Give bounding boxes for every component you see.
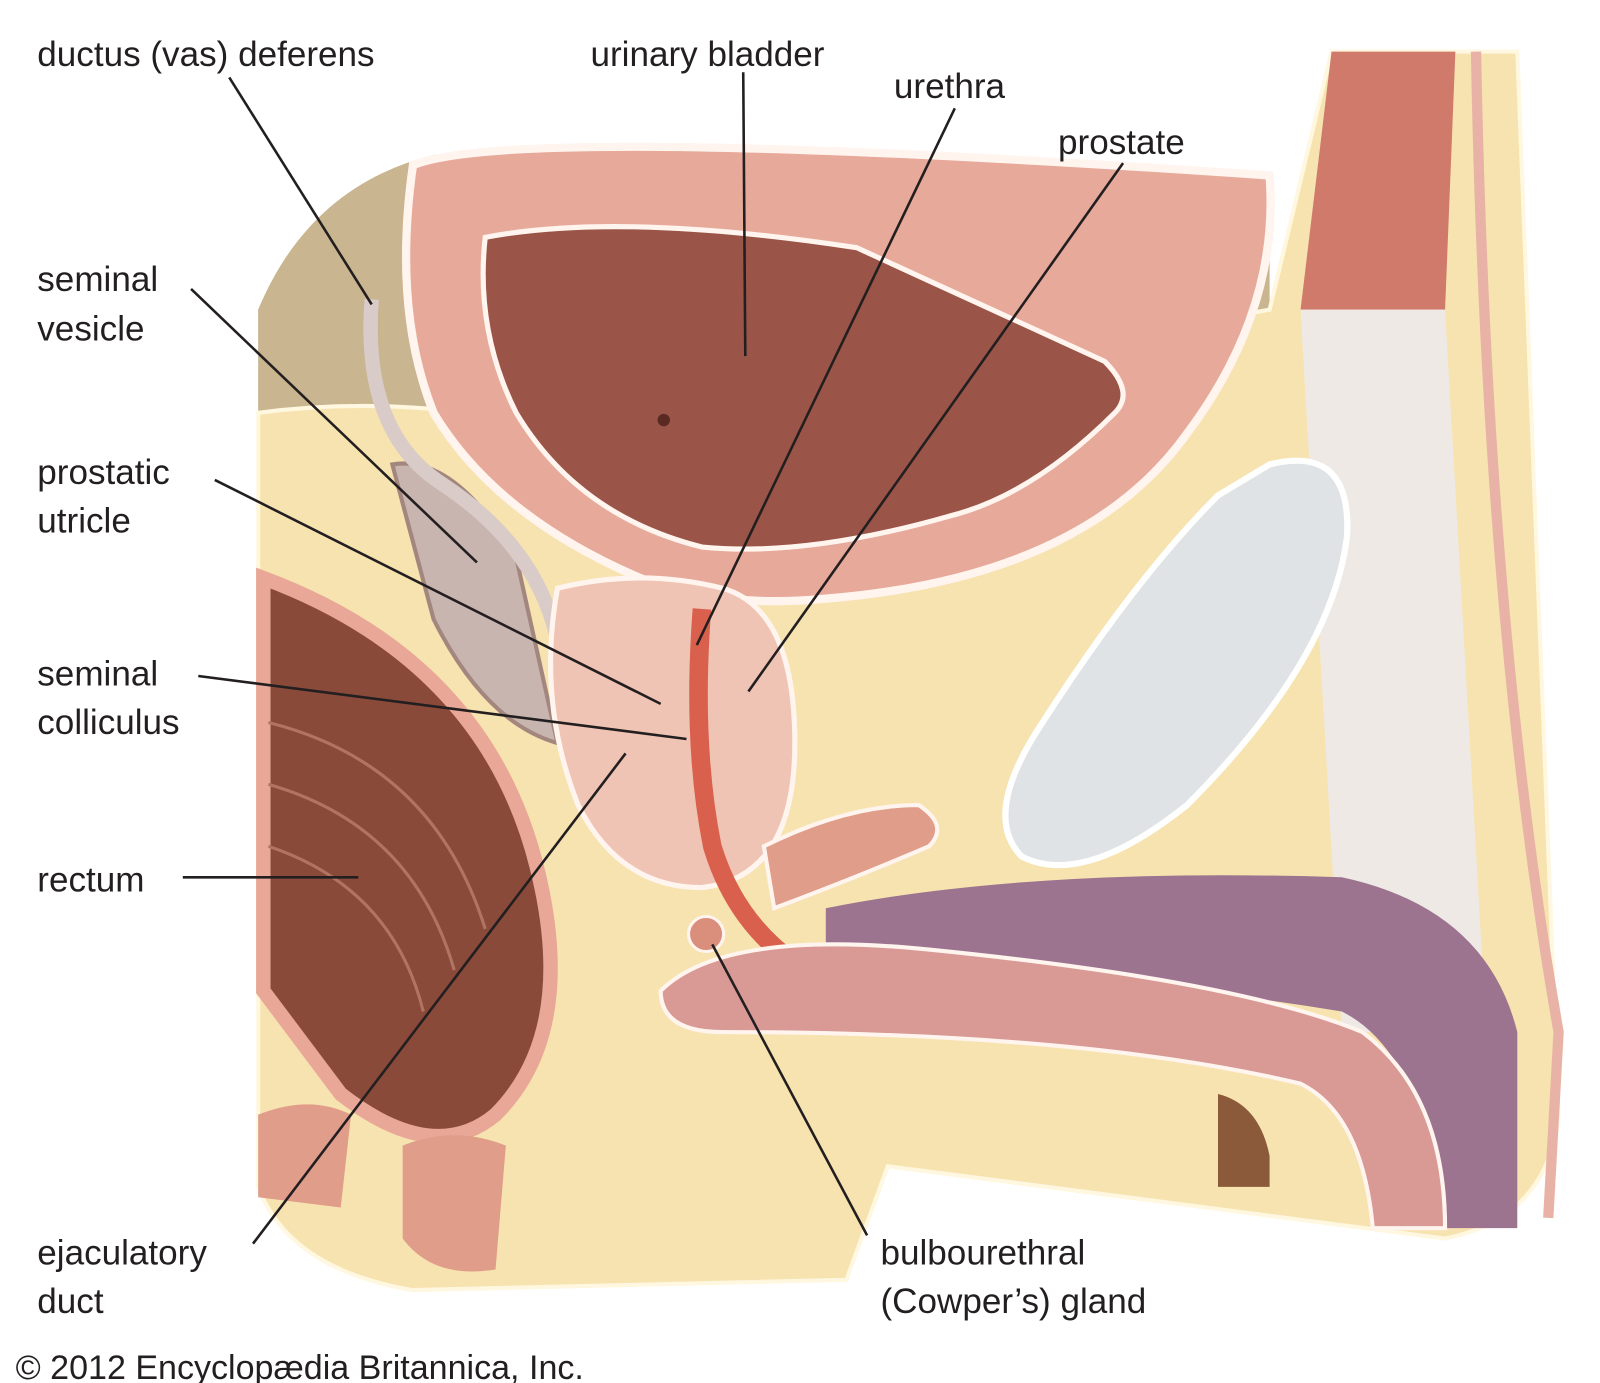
- label-ejaculatory-duct-1: ejaculatory: [37, 1233, 207, 1272]
- pubic-bone: [761, 802, 940, 912]
- label-seminal-vesicle-2: vesicle: [37, 310, 144, 349]
- vas-deferens: [363, 298, 565, 642]
- rectum: [256, 567, 558, 1144]
- leader-lines: [182, 72, 1125, 1245]
- leader-prostatic-utricle: [214, 478, 662, 706]
- abdominal-wall-fascia: [1300, 309, 1487, 1033]
- anal-sphincter: [258, 1104, 352, 1208]
- bulbourethral-gland: [686, 914, 726, 954]
- label-ejaculatory-duct-2: duct: [37, 1282, 104, 1321]
- label-bulbourethral-gland-2: (Cowper’s) gland: [881, 1282, 1147, 1321]
- label-prostatic-utricle-2: utricle: [37, 502, 131, 541]
- label-urinary-bladder: urinary bladder: [590, 35, 824, 74]
- label-seminal-colliculus-2: colliculus: [37, 703, 179, 742]
- label-prostatic-utricle-1: prostatic: [37, 453, 170, 492]
- label-seminal-colliculus-1: seminal: [37, 654, 158, 693]
- leader-seminal-vesicle: [190, 288, 478, 564]
- label-prostate: prostate: [1058, 123, 1185, 162]
- leader-urinary-bladder: [741, 72, 747, 357]
- leader-urethra: [695, 107, 956, 646]
- label-seminal-vesicle-1: seminal: [37, 260, 158, 299]
- testis: [1002, 457, 1351, 869]
- corpus-spongiosum: [658, 942, 1448, 1231]
- leader-vas-deferens: [228, 76, 373, 306]
- leader-bulbourethral-gland: [711, 943, 869, 1237]
- leader-ejaculatory-duct: [251, 752, 627, 1245]
- label-bulbourethral-gland-1: bulbourethral: [881, 1233, 1086, 1272]
- label-urethra: urethra: [894, 67, 1006, 106]
- copyright-notice: © 2012 Encyclopædia Britannica, Inc.: [16, 1349, 584, 1383]
- perineal-muscle: [402, 1135, 506, 1272]
- leader-prostate: [747, 162, 1125, 693]
- label-vas-deferens: ductus (vas) deferens: [37, 35, 374, 74]
- scrotal-tissue: [1217, 1094, 1270, 1187]
- label-rectum: rectum: [37, 861, 144, 900]
- skin-edge: [1470, 51, 1564, 1219]
- rectum-folds: [267, 720, 487, 1012]
- abdominal-wall: [1300, 51, 1456, 310]
- leader-seminal-colliculus: [198, 674, 687, 741]
- bladder-lumen: [480, 224, 1126, 552]
- ureter-opening: [657, 413, 670, 427]
